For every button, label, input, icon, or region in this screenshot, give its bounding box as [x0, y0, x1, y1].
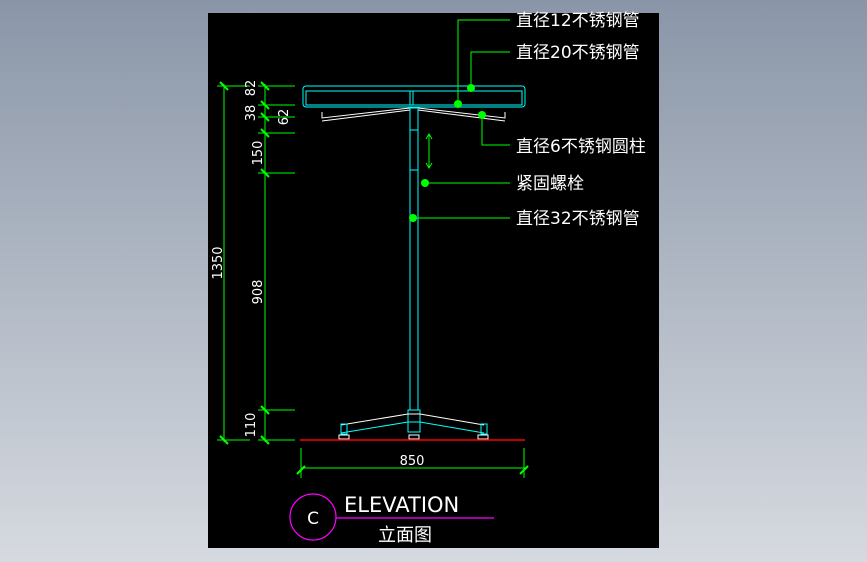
section-marker-letter: C: [307, 509, 319, 529]
dim-62: 62: [277, 109, 292, 126]
dimension-lines: [217, 81, 529, 478]
section-marker-circle: [289, 493, 337, 541]
dim-38: 38: [244, 105, 259, 122]
leader-dots: [409, 84, 486, 222]
dim-1350: 1350: [211, 246, 226, 279]
label-6mm-rod: 直径6不锈钢圆柱: [516, 137, 646, 157]
dimension-text: 1350 82 38 62 150 908 110 850: [211, 80, 424, 469]
dim-82: 82: [244, 80, 259, 97]
dim-150: 150: [251, 141, 266, 166]
leaders: [413, 19, 510, 219]
dim-850: 850: [400, 454, 425, 469]
title-block: C ELEVATION 立面图: [289, 493, 494, 546]
title-english: ELEVATION: [344, 493, 459, 517]
label-20mm-pipe: 直径20不锈钢管: [516, 43, 640, 63]
table-elevation: [302, 85, 526, 440]
callout-labels: 直径12不锈钢管 直径20不锈钢管 直径6不锈钢圆柱 紧固螺栓 直径32不锈钢管: [516, 11, 646, 229]
label-bolt: 紧固螺栓: [516, 174, 584, 194]
dim-110: 110: [244, 413, 259, 438]
dim-908: 908: [251, 280, 266, 305]
label-12mm-pipe: 直径12不锈钢管: [516, 11, 640, 31]
drawing-canvas: [208, 13, 659, 548]
title-chinese: 立面图: [378, 525, 432, 546]
label-32mm-pipe: 直径32不锈钢管: [516, 209, 640, 229]
